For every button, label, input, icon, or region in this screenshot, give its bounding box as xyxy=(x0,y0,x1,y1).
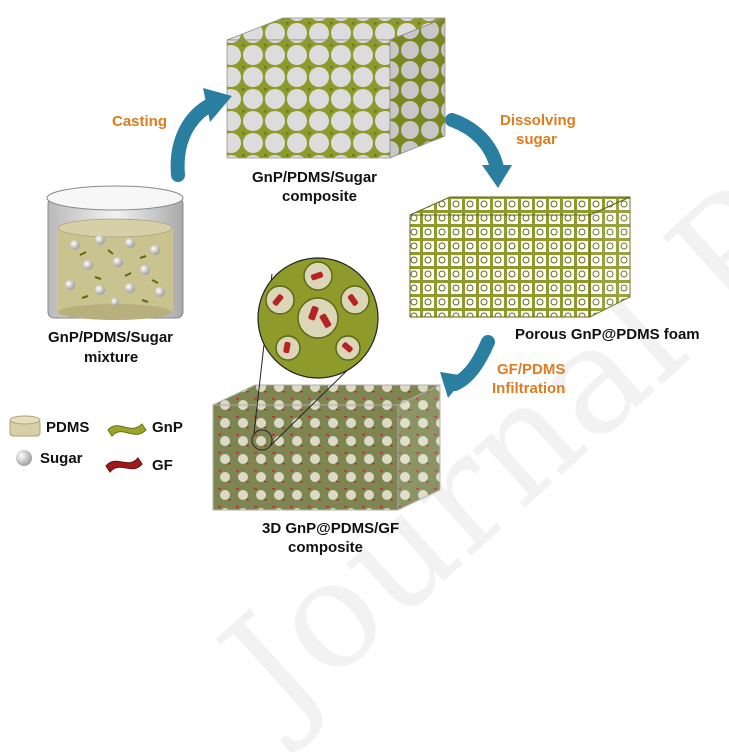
porous-foam-block xyxy=(409,196,631,318)
infiltration-label-line1: GF/PDMS xyxy=(497,361,566,378)
final-composite-label-line2: composite xyxy=(288,539,364,556)
gnp-icon xyxy=(107,423,147,437)
beaker-mixture xyxy=(46,185,184,320)
dissolving-label-line1: Dissolving xyxy=(500,112,576,129)
dissolving-label-line2: sugar xyxy=(516,131,557,148)
sugar-icon xyxy=(16,450,32,466)
sugar-composite-label-line2: composite xyxy=(282,188,358,205)
legend-label-sugar: Sugar xyxy=(40,450,83,467)
sugar-composite-block xyxy=(226,17,446,159)
legend-label-gf: GF xyxy=(152,457,173,474)
arrow-dissolving xyxy=(445,113,512,188)
pdms-icon xyxy=(9,415,41,437)
infiltration-label-line2: Infiltration xyxy=(492,380,566,397)
casting-label: Casting xyxy=(112,113,168,130)
mixture-label-line2: mixture xyxy=(84,349,139,366)
legend-label-gnp: GnP xyxy=(152,419,183,436)
arrow-casting xyxy=(170,88,232,182)
foam-label: Porous GnP@PDMS foam xyxy=(515,326,700,343)
final-composite-label-line1: 3D GnP@PDMS/GF xyxy=(262,520,400,537)
magnified-inset xyxy=(257,257,379,379)
gf-icon xyxy=(105,457,143,473)
mixture-label-line1: GnP/PDMS/Sugar xyxy=(48,329,174,346)
process-diagram xyxy=(9,17,631,511)
sugar-composite-label-line1: GnP/PDMS/Sugar xyxy=(252,169,378,186)
arrow-infiltration xyxy=(440,335,495,398)
legend-label-pdms: PDMS xyxy=(46,419,90,436)
final-composite-block xyxy=(212,273,441,511)
